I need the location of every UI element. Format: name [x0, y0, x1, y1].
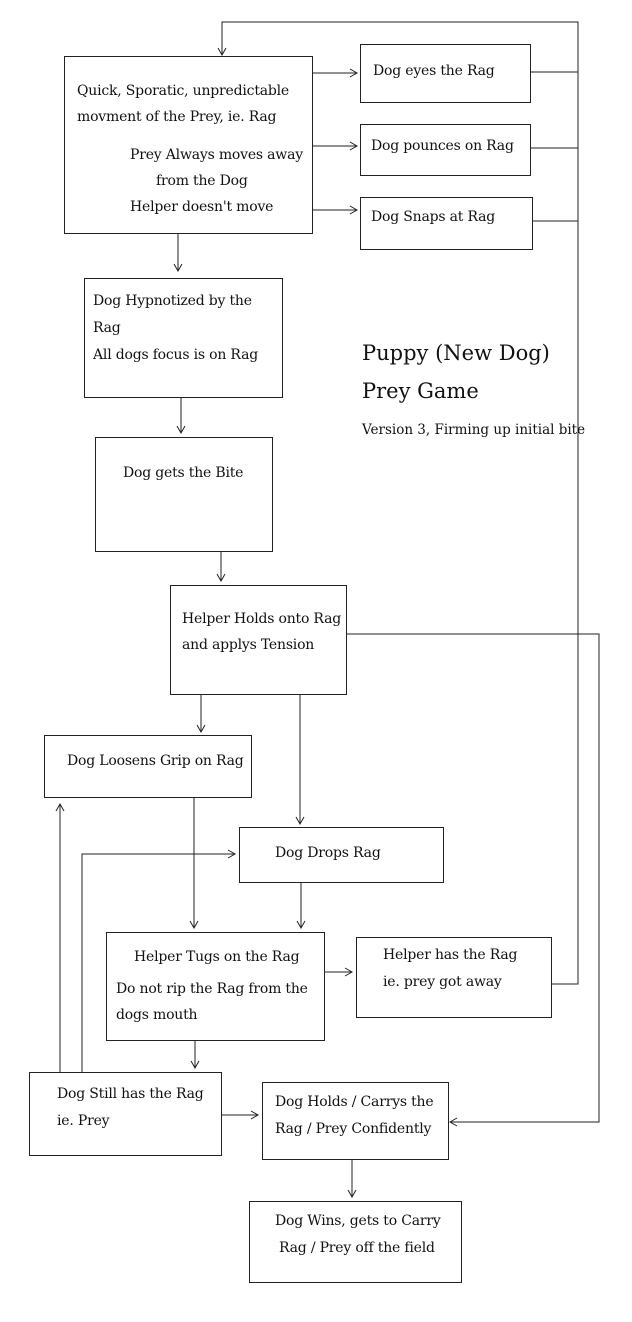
dog-hypnotized-box: [84, 278, 283, 398]
prey-movement-line5: Helper doesn't move: [130, 199, 274, 215]
helper-has-line1: Helper has the Rag: [383, 947, 518, 963]
arrowhead: [227, 849, 237, 859]
helper-holds-line1: Helper Holds onto Rag: [182, 611, 341, 627]
dog-hypnotized-line1: Dog Hypnotized by the: [93, 293, 252, 309]
arrowhead: [349, 68, 359, 78]
helper-has-line2: ie. prey got away: [383, 974, 502, 990]
dog-still-has-line2: ie. Prey: [57, 1113, 110, 1129]
dog-wins-box: [249, 1201, 462, 1283]
dog-carrys-line1: Dog Holds / Carrys the: [275, 1094, 434, 1110]
arrowhead: [189, 920, 199, 930]
helper-tugs-line3: dogs mouth: [116, 1007, 198, 1023]
arrowhead: [296, 920, 306, 930]
prey-movement-line1: Quick, Sporatic, unpredictable: [77, 83, 290, 99]
helper-tugs-line2: Do not rip the Rag from the: [116, 981, 308, 997]
dog-loosens-label: Dog Loosens Grip on Rag: [67, 753, 244, 769]
arrowhead: [196, 724, 206, 734]
arrowhead: [349, 141, 359, 151]
arrow-still-has-to-drops: [81, 853, 234, 1073]
dog-pounces-label: Dog pounces on Rag: [371, 138, 514, 154]
dog-bite-box: [95, 437, 273, 552]
dog-carrys-box: [262, 1082, 449, 1160]
loop-back-line: [221, 21, 579, 73]
dog-drops-label: Dog Drops Rag: [275, 845, 381, 861]
dog-eyes-label: Dog eyes the Rag: [373, 63, 495, 79]
dog-hypnotized-line2: Rag: [93, 320, 121, 336]
dog-snaps-box: [360, 197, 533, 250]
prey-movement-line4: from the Dog: [156, 173, 248, 189]
dog-still-has-box: [29, 1072, 222, 1156]
arrowhead: [349, 205, 359, 215]
helper-holds-box: [170, 585, 347, 695]
arrowhead: [347, 1189, 357, 1199]
prey-movement-box: [64, 56, 313, 234]
arrowhead: [217, 47, 227, 57]
helper-holds-line2: and applys Tension: [182, 637, 315, 653]
arrowhead: [216, 573, 226, 583]
arrowhead: [173, 263, 183, 273]
arrow-holds-to-carrys: [346, 633, 600, 1123]
arrowhead: [190, 1060, 200, 1070]
arrowhead: [295, 816, 305, 826]
dog-wins-line2: Rag / Prey off the field: [279, 1240, 435, 1256]
helper-has-box: [356, 937, 552, 1018]
prey-movement-line3: Prey Always moves away: [130, 147, 303, 163]
prey-movement-line2: movment of the Prey, ie. Rag: [77, 109, 277, 125]
diagram-title-line1: Puppy (New Dog): [362, 341, 550, 365]
loop-from-helper-has: [551, 72, 579, 985]
arrowhead: [176, 425, 186, 435]
diagram-title-line2: Prey Game: [362, 379, 479, 403]
arrowhead: [55, 802, 65, 812]
helper-tugs-box: [106, 932, 325, 1041]
dog-wins-line1: Dog Wins, gets to Carry: [275, 1213, 441, 1229]
helper-tugs-line1: Helper Tugs on the Rag: [134, 949, 300, 965]
dog-carrys-line2: Rag / Prey Confidently: [275, 1121, 432, 1137]
dog-bite-label: Dog gets the Bite: [123, 465, 244, 481]
arrowhead: [250, 1110, 260, 1120]
dog-eyes-box: [360, 44, 531, 103]
dog-still-has-line1: Dog Still has the Rag: [57, 1086, 204, 1102]
arrowhead: [344, 967, 354, 977]
dog-drops-box: [239, 827, 444, 883]
diagram-subtitle: Version 3, Firming up initial bite: [362, 422, 586, 438]
dog-hypnotized-line3: All dogs focus is on Rag: [93, 347, 258, 363]
dog-snaps-label: Dog Snaps at Rag: [371, 209, 496, 225]
dog-pounces-box: [360, 124, 531, 176]
arrowhead: [448, 1117, 458, 1127]
dog-loosens-box: [44, 735, 252, 798]
